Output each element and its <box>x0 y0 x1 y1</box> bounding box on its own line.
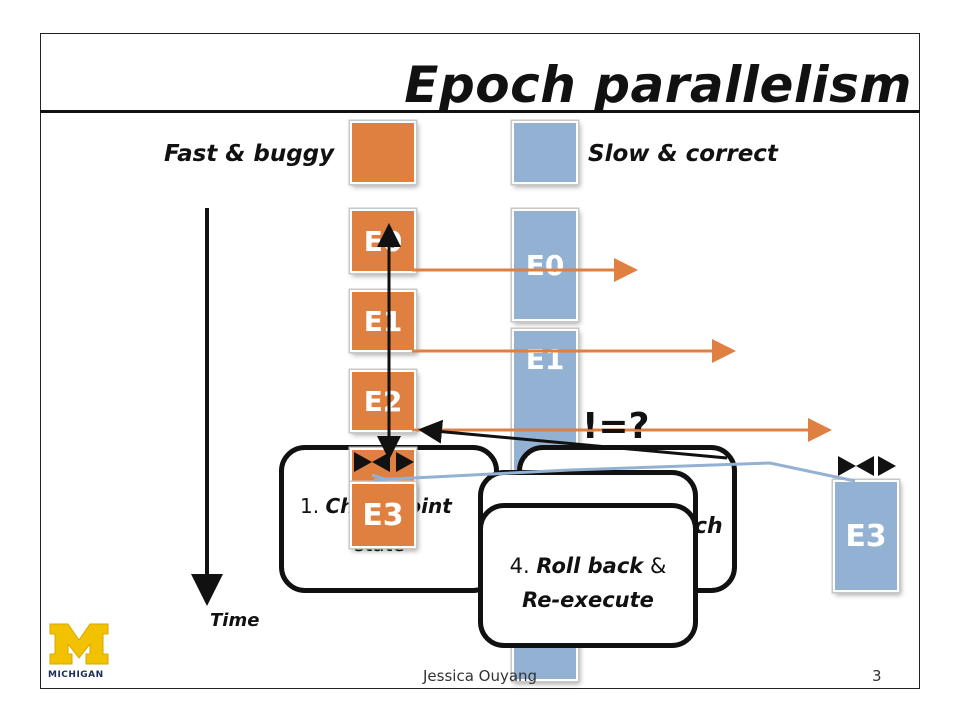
footer-author: Jessica Ouyang <box>423 667 538 685</box>
checkpoint-step-number: 1. <box>300 494 320 518</box>
not-equal-symbol: !=? <box>582 406 650 447</box>
slow-header-swatch <box>512 121 578 184</box>
block-m-icon <box>49 623 109 665</box>
slow-bowtie-marker <box>838 456 896 476</box>
compare-step-tail: ch <box>694 514 723 539</box>
fast-bowtie-marker-2 <box>396 452 414 472</box>
rollback-step-number: 4. <box>509 554 530 578</box>
fast-epoch-e3: E3 <box>350 482 416 548</box>
state-transfer-line <box>373 461 856 483</box>
rollback-step-amp: & <box>649 554 667 578</box>
fast-buggy-label: Fast & buggy <box>164 141 335 167</box>
slow-epoch-e3: E3 <box>833 480 899 592</box>
slide-frame <box>40 33 920 689</box>
rollback-step-word: Roll back <box>536 554 644 578</box>
michigan-wordmark: MICHIGAN <box>48 670 104 680</box>
fast-bowtie-marker <box>354 452 390 472</box>
state-transfer-arrowhead <box>371 473 386 481</box>
slide-title: Epoch parallelism <box>404 56 912 114</box>
title-underline <box>40 110 920 113</box>
page-number: 3 <box>872 667 882 685</box>
slow-epoch-e0: E0 <box>512 209 578 321</box>
rollback-step-box: 4. Roll back & Re-execute <box>478 503 698 648</box>
rollback-step-reexecute: Re-execute <box>522 588 654 612</box>
compare-arrow <box>418 419 728 460</box>
time-label: Time <box>210 610 260 631</box>
fast-header-swatch <box>350 121 416 184</box>
michigan-logo: MICHIGAN <box>48 622 110 680</box>
slow-correct-label: Slow & correct <box>588 141 778 167</box>
